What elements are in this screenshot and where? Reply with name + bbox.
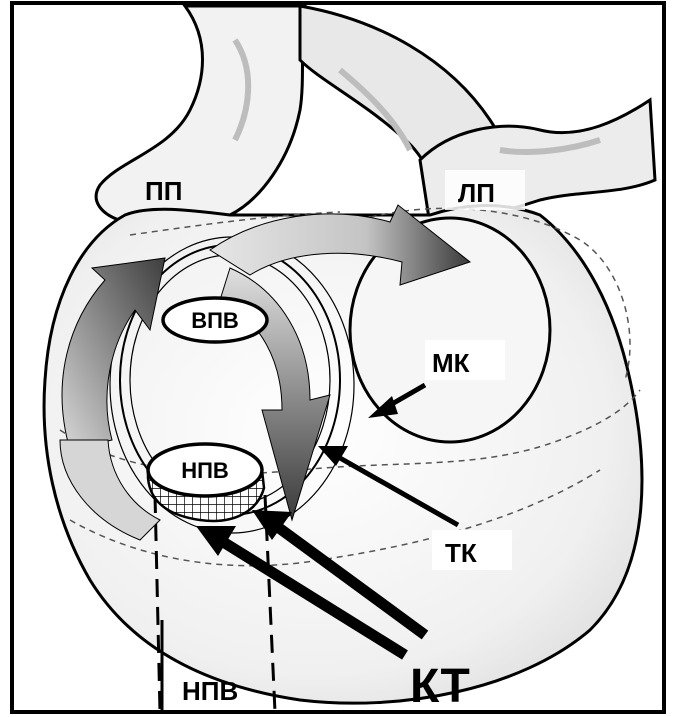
label-svc: ВПВ [191,308,239,333]
label-right-atrium: ПП [145,176,182,206]
label-mitral-valve: МК [432,348,470,378]
label-cavotricuspid-isthmus: КТ [410,660,470,713]
label-tricuspid-valve: ТК [445,538,477,568]
label-ivc: НПВ [181,458,229,483]
label-left-atrium: ЛП [458,178,495,208]
label-ivc-vessel: НПВ [182,676,238,706]
